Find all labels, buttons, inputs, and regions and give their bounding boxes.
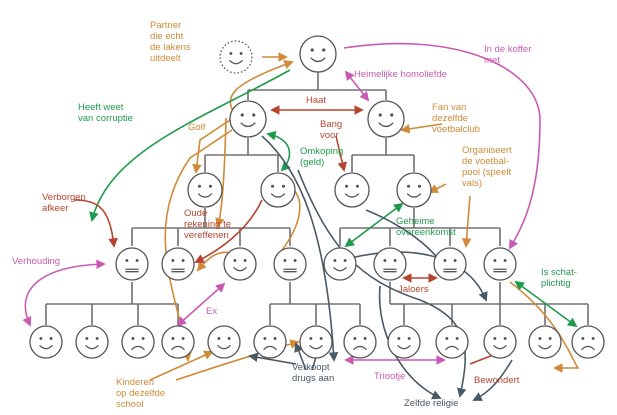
label-haat: Haat xyxy=(306,95,326,106)
arrow-golf-down xyxy=(215,117,227,228)
team-lead-face-2 xyxy=(260,172,296,208)
staff-face-2 xyxy=(161,247,195,281)
arrow-ex xyxy=(176,282,226,327)
label-religie: Zelfde religie xyxy=(404,398,458,409)
label-schatplichtig: Is schat-plichtig xyxy=(541,267,577,289)
staff-face-1 xyxy=(115,247,149,281)
staff-face-7 xyxy=(433,247,467,281)
worker-face-4 xyxy=(161,325,195,359)
arrow-koffer xyxy=(343,42,541,250)
worker-face-2 xyxy=(75,325,109,359)
arrow-slate-l2 xyxy=(261,135,339,362)
partner-face xyxy=(219,40,253,74)
label-omkoping: Omkoping(geld) xyxy=(300,146,343,168)
worker-face-10 xyxy=(435,325,469,359)
arrow-verkoopt-1 xyxy=(294,342,307,371)
staff-face-3 xyxy=(223,247,257,281)
worker-face-3 xyxy=(121,325,155,359)
arrow-geheime xyxy=(344,202,404,248)
boss-face xyxy=(299,35,337,73)
arrow-corruptie xyxy=(89,69,291,222)
worker-face-7 xyxy=(299,325,333,359)
team-lead-face-3 xyxy=(334,172,370,208)
manager-face-2 xyxy=(367,100,405,138)
label-bewondert: Bewondert xyxy=(474,375,520,386)
worker-face-8 xyxy=(343,325,377,359)
arrow-verhouding xyxy=(22,259,106,327)
arrow-organiseert xyxy=(428,183,447,193)
staff-face-6 xyxy=(373,247,407,281)
arrow-kinderen-1 xyxy=(149,350,214,381)
label-verhouding: Verhouding xyxy=(12,256,60,267)
arrow-bang-down xyxy=(335,135,347,172)
team-lead-face-1 xyxy=(187,172,223,208)
staff-face-8 xyxy=(483,247,517,281)
worker-face-12 xyxy=(528,325,562,359)
arrow-fan xyxy=(400,123,443,134)
label-golf: Golf xyxy=(188,122,206,133)
worker-face-6 xyxy=(253,325,287,359)
arrow-schatplichtig xyxy=(514,280,578,328)
arrow-omkoping xyxy=(266,130,291,172)
staff-face-4 xyxy=(273,247,307,281)
arrow-religie-2 xyxy=(472,359,513,401)
label-triootje: Triootje xyxy=(374,371,405,382)
arrow-verborgen xyxy=(73,199,118,248)
worker-face-11 xyxy=(483,325,517,359)
arrow-organiseert-down xyxy=(461,195,472,248)
label-ex: Ex xyxy=(206,306,217,317)
arrow-heimelijke xyxy=(344,70,370,102)
worker-face-9 xyxy=(387,325,421,359)
worker-face-5 xyxy=(207,325,241,359)
hierarchy-lines xyxy=(45,72,589,325)
worker-face-1 xyxy=(29,325,63,359)
arrow-oude-rekening xyxy=(194,199,263,263)
arrow-golf-left xyxy=(192,115,237,174)
worker-face-13 xyxy=(571,325,605,359)
manager-face-1 xyxy=(229,100,267,138)
arrow-slate-long xyxy=(297,169,467,398)
label-heimelijke: Heimelijke homoliefde xyxy=(354,69,447,80)
team-lead-face-4 xyxy=(396,172,432,208)
arrow-verkoopt-3 xyxy=(248,352,297,365)
faces-layer xyxy=(29,35,605,359)
staff-face-5 xyxy=(323,247,357,281)
label-jaloers: Jaloers xyxy=(398,284,429,295)
